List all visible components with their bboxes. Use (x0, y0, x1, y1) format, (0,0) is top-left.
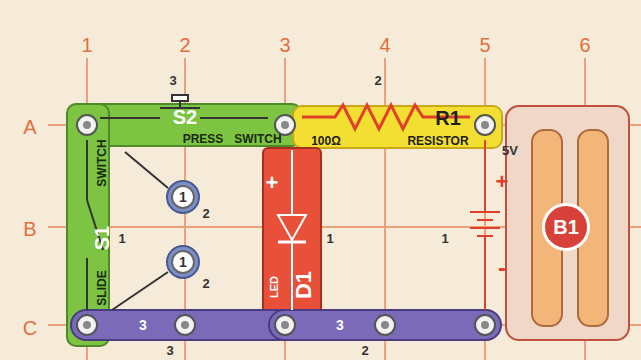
callout-number: 5V (502, 144, 518, 157)
grid-coordinate: 1 (81, 35, 92, 55)
grid-coordinate: 5 (479, 35, 490, 55)
part-label: SWITCH (234, 133, 281, 145)
part-label: SLIDE (96, 270, 108, 305)
part-label: PRESS (183, 133, 224, 145)
part-label: + (266, 172, 279, 194)
callout-number: 2 (361, 344, 368, 357)
snap-centers (83, 121, 489, 329)
resistor: 100Ω R1RESISTOR (292, 105, 503, 149)
part-label: 3 (336, 318, 344, 332)
battery-symbol (470, 140, 500, 310)
grid-coordinate: C (23, 318, 37, 338)
diode-symbol (278, 150, 306, 310)
part-label: SWITCH (96, 139, 108, 186)
battery-holder: B1 (505, 105, 630, 341)
part-label: 3 (139, 318, 147, 332)
press-switch-symbol (100, 95, 268, 118)
part-label: RESISTOR (407, 135, 468, 147)
grid-coordinate: 3 (279, 35, 290, 55)
battery-cells (532, 130, 608, 326)
resistor-symbol (302, 105, 470, 129)
snap-number: 1 (171, 185, 195, 209)
one-snap: 1 (166, 180, 200, 214)
snap-studs (77, 115, 495, 335)
part-label: LED (269, 276, 280, 298)
grid-coordinate: A (23, 117, 36, 137)
grid-coordinate: 4 (379, 35, 390, 55)
callout-number: 1 (441, 232, 448, 245)
grid-coordinate: 6 (579, 35, 590, 55)
one-snap: 1 (166, 245, 200, 279)
part-label: R1 (435, 108, 461, 128)
callout-number: 1 (118, 232, 125, 245)
callout-number: 3 (166, 344, 173, 357)
part-label: D1 (293, 271, 315, 299)
part-label: S2 (173, 107, 197, 127)
part-label: 100Ω (311, 135, 341, 147)
part-label: B1 (542, 203, 590, 251)
snap-number: 1 (171, 250, 195, 274)
callout-number: 3 (169, 74, 176, 87)
grid-coordinate: B (23, 219, 36, 239)
callout-number: 2 (202, 207, 209, 220)
callout-number: 1 (326, 232, 333, 245)
callout-number: - (498, 256, 506, 280)
callout-number: 2 (374, 74, 381, 87)
grid-coordinate: 2 (179, 35, 190, 55)
slide-switch-symbol (87, 140, 168, 310)
part-label: S1 (92, 226, 112, 250)
callout-number: 2 (202, 277, 209, 290)
callout-number: + (496, 171, 509, 193)
